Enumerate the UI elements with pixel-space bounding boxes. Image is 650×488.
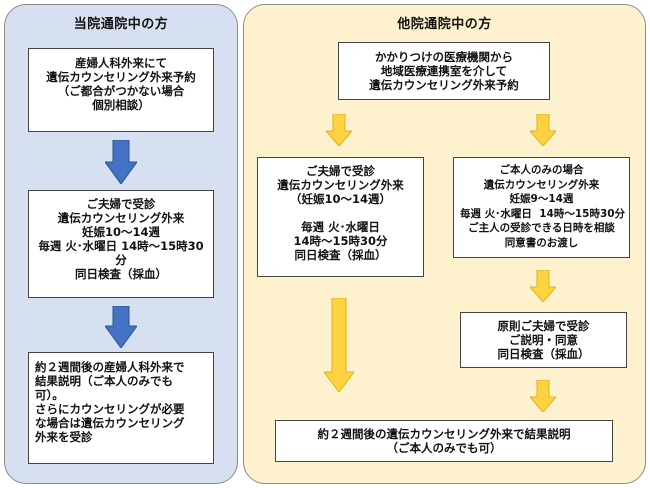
box-text-line: 同日検査（採血） [75,267,167,281]
box-principle-couple-visit: 原則ご夫婦で受診 ご説明・同意 同日検査（採血） [460,312,627,368]
box-text-line: 個別相談） [92,98,150,112]
box-text-line: さらにカウンセリングが必要 [35,402,185,416]
box-text-line: 地域医療連携室を介して [380,64,508,78]
down-arrow-yellow-left-top [326,114,352,146]
box-obgyn-reservation: 産婦人科外来にて 遺伝カウンセリング外来予約 （ご都合がつかない場合 個別相談） [28,48,214,132]
box-text-line: ご夫婦で受診 [86,197,156,211]
box-text-line: 結果説明（ご本人のみでも [35,374,173,388]
box-text-line: 遺伝カウンセリング外来予約 [369,78,519,92]
box-text-line: 14時〜15時30分 [293,234,388,248]
down-arrow-yellow-right-middle [530,270,556,302]
box-text-line: 外来を受診 [35,430,93,444]
down-arrow-blue-1 [105,140,137,184]
box-couple-visit-current: ご夫婦で受診 遺伝カウンセリング外来 妊娠10〜14週 毎週 火･水曜日 14時… [28,190,214,298]
box-text-line: 遺伝カウンセリング外来 [277,178,404,192]
box-referral-reservation: かかりつけの医療機関から 地域医療連携室を介して 遺伝カウンセリング外来予約 [338,42,550,100]
panel-title-current: 当院通院中の方 [73,17,169,32]
box-text-line: 可）。 [35,388,64,402]
box-text-line: 遺伝カウンセリング外来 [483,178,600,191]
box-text-line: ご主人の受診できる日時を相談 [468,222,615,234]
box-text-line: 遺伝カウンセリング外来予約 [46,70,196,84]
box-text-line: 約２週間後の遺伝カウンセリング外来で結果説明 [317,427,571,441]
box-text-line: 毎週 火･水曜日 [301,220,380,234]
down-arrow-yellow-right-bottom [530,380,556,412]
box-text-line: 同日検査（採血） [294,248,387,262]
box-text-line: ご夫婦で受診 [306,164,375,178]
box-text-line: 妊娠10〜14週 [81,225,160,239]
box-self-only-visit: ご本人のみの場合 遺伝カウンセリング外来 妊娠9〜14週 毎週 火･水曜日 14… [453,157,630,258]
box-result-obgyn: 約２週間後の産婦人科外来で 結果説明（ご本人のみでも 可）。 さらにカウンセリン… [28,352,214,464]
box-text-line [264,206,417,220]
box-text-line: 約２週間後の産婦人科外来で [35,360,185,374]
box-text-line: かかりつけの医療機関から [374,50,514,64]
box-text-line: 妊娠9〜14週 [509,193,574,205]
panel-title-other: 他院通院中の方 [397,17,492,32]
box-text-line: （ご本人のみでも可） [386,441,502,455]
box-text-line: 毎週 火･水曜日 14時〜15時30 [38,239,204,253]
box-text-line: 遺伝カウンセリング外来 [57,211,185,225]
box-text-line: 分 [115,253,127,267]
box-text-line: （妊娠10〜14週） [289,192,391,206]
box-text-line: ご説明・同意 [509,333,578,347]
box-text-line: 同日検査（採血） [497,347,590,361]
down-arrow-blue-2 [105,306,137,348]
box-text-line: （ご都合がつかない場合 [57,84,185,98]
box-result-genetic-counseling: 約２週間後の遺伝カウンセリング外来で結果説明 （ご本人のみでも可） [275,420,613,462]
box-text-line: 同意書のお渡し [504,236,579,249]
box-text-line: 産婦人科外来にて [75,56,167,70]
box-text-line: ご本人のみの場合 [499,164,584,176]
box-couple-visit-other: ご夫婦で受診 遺伝カウンセリング外来 （妊娠10〜14週） 毎週 火･水曜日 1… [257,157,424,277]
down-arrow-yellow-long [324,298,354,392]
down-arrow-yellow-right-top [530,114,556,146]
box-text-line: な場合は遺伝カウンセリング [35,416,185,430]
box-text-line: 毎週 火･水曜日 14時〜15時30分 [460,207,626,220]
box-text-line: 原則ご夫婦で受診 [497,319,590,333]
